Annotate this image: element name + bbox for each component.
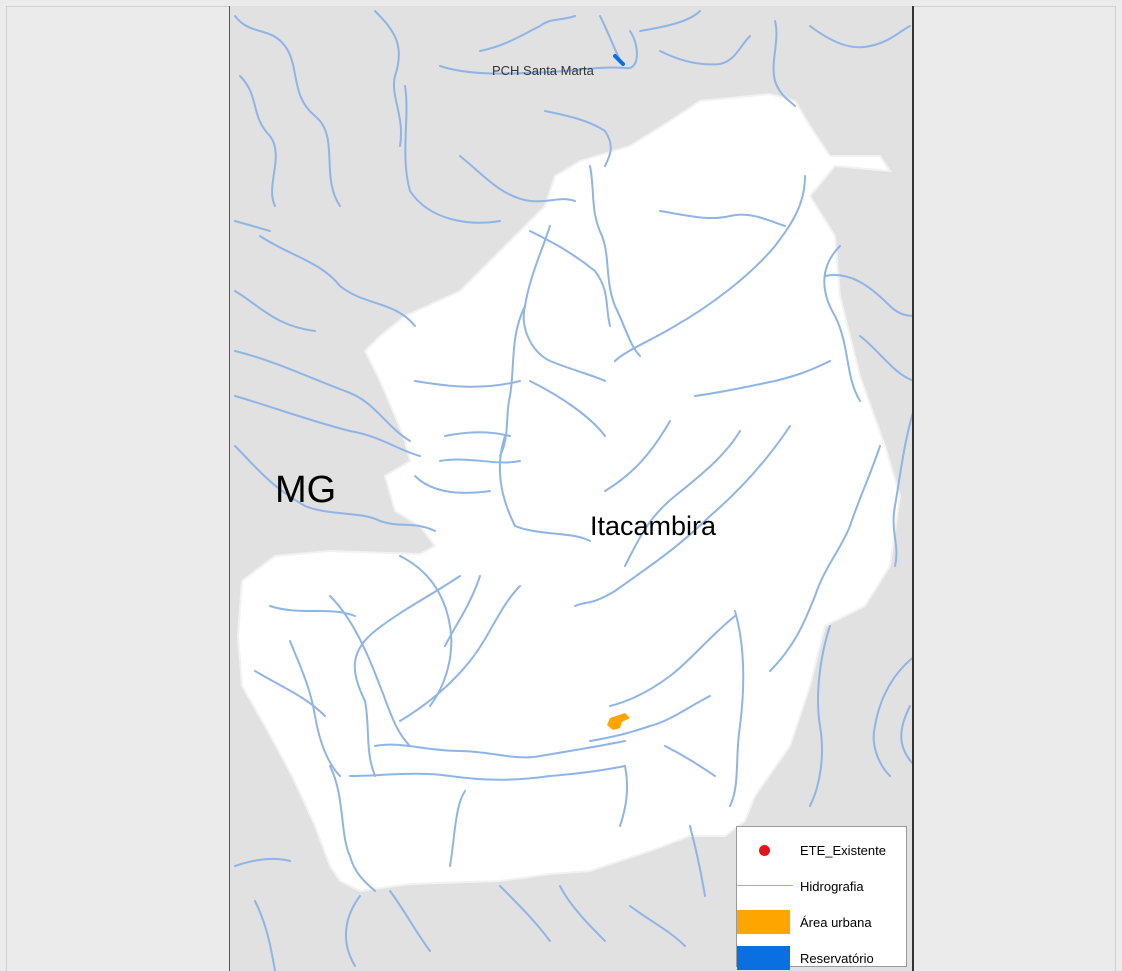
legend-item-reservatorio: Reservatório	[737, 943, 906, 971]
legend-symbol-hidrografia	[737, 871, 793, 901]
urban-area-swatch-icon	[737, 910, 790, 934]
map-legend: ETE_Existente Hidrografia Área urbana Re…	[736, 826, 907, 970]
river-line-icon	[737, 885, 793, 886]
reservoir-swatch-icon	[737, 946, 790, 970]
legend-symbol-area-urbana	[737, 907, 793, 937]
label-state: MG	[275, 469, 337, 511]
map-canvas[interactable]	[230, 6, 914, 971]
label-municipality: Itacambira	[590, 511, 717, 541]
map-panel[interactable]: PCH Santa Marta MG Itacambira ETE_Existe…	[229, 6, 914, 971]
legend-item-area-urbana: Área urbana	[737, 907, 906, 937]
legend-label-hidrografia: Hidrografia	[800, 879, 864, 894]
rivers	[234, 10, 912, 971]
ete-point-icon	[759, 845, 770, 856]
urban-area-itacambira	[607, 713, 630, 730]
label-pch-santa-marta: PCH Santa Marta	[492, 63, 594, 78]
legend-symbol-reservatorio	[737, 943, 793, 971]
legend-item-hidrografia: Hidrografia	[737, 871, 906, 901]
legend-label-area-urbana: Área urbana	[800, 915, 872, 930]
legend-symbol-ete	[737, 835, 793, 865]
legend-item-ete: ETE_Existente	[737, 835, 906, 865]
legend-label-ete: ETE_Existente	[800, 843, 886, 858]
reservoir-santa-marta	[613, 54, 625, 66]
legend-label-reservatorio: Reservatório	[800, 951, 874, 966]
municipality-boundary	[236, 92, 902, 893]
